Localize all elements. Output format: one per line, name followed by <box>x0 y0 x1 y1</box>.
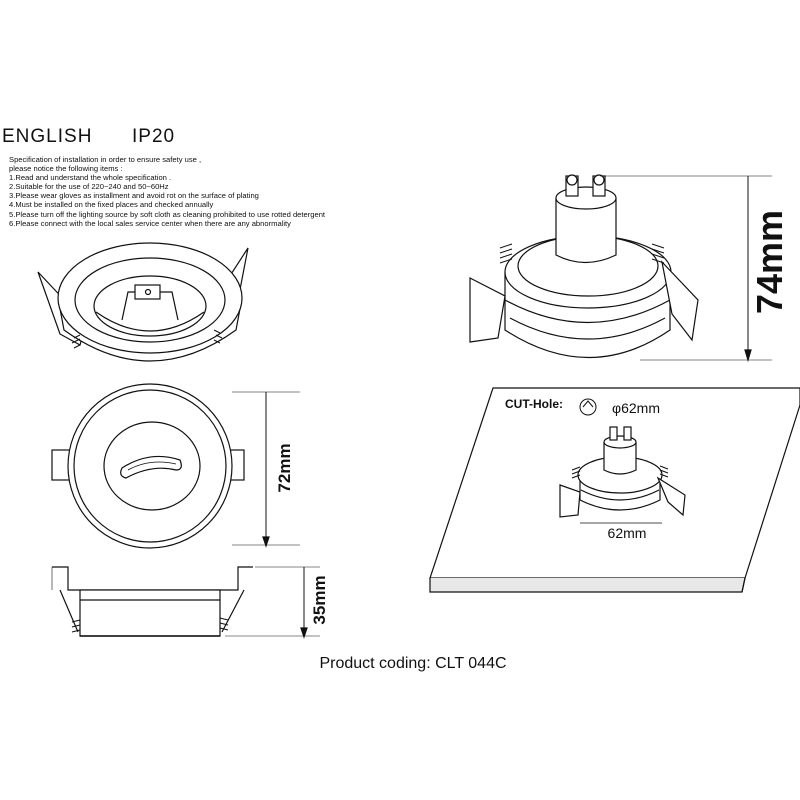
dim-height-total: 74mm <box>749 210 790 314</box>
instruction-item: 2.Suitable for the use of 220~240 and 50… <box>9 182 169 192</box>
cut-hole-value: φ62mm <box>612 400 660 416</box>
top-view <box>51 383 300 549</box>
cut-hole-label: CUT-Hole: <box>505 397 563 411</box>
instruction-item: 4.Must be installed on the fixed places … <box>9 200 214 210</box>
dim-diameter: 72mm <box>275 443 294 492</box>
instructions-notice: please notice the following items : <box>9 164 123 174</box>
instruction-item: 6.Please connect with the local sales se… <box>9 218 291 228</box>
instruction-item: 1.Read and understand the whole specific… <box>9 173 172 183</box>
ip-rating: IP20 <box>132 126 176 147</box>
dim-depth: 35mm <box>310 575 329 624</box>
instruction-item: 5.Please turn off the lighting source by… <box>9 209 326 219</box>
perspective-view <box>37 242 249 362</box>
ceiling-board <box>429 387 800 593</box>
instructions-block: Specification of installation in order t… <box>9 155 325 228</box>
language-label: ENGLISH <box>2 126 93 147</box>
instructions-intro: Specification of installation in order t… <box>9 155 202 164</box>
product-coding: Product coding: CLT 044C <box>319 655 506 672</box>
dim-cut-width: 62mm <box>608 525 647 541</box>
instruction-item: 3.Please wear gloves as installment and … <box>9 191 259 201</box>
installed-view <box>469 174 772 363</box>
side-view <box>51 566 320 639</box>
